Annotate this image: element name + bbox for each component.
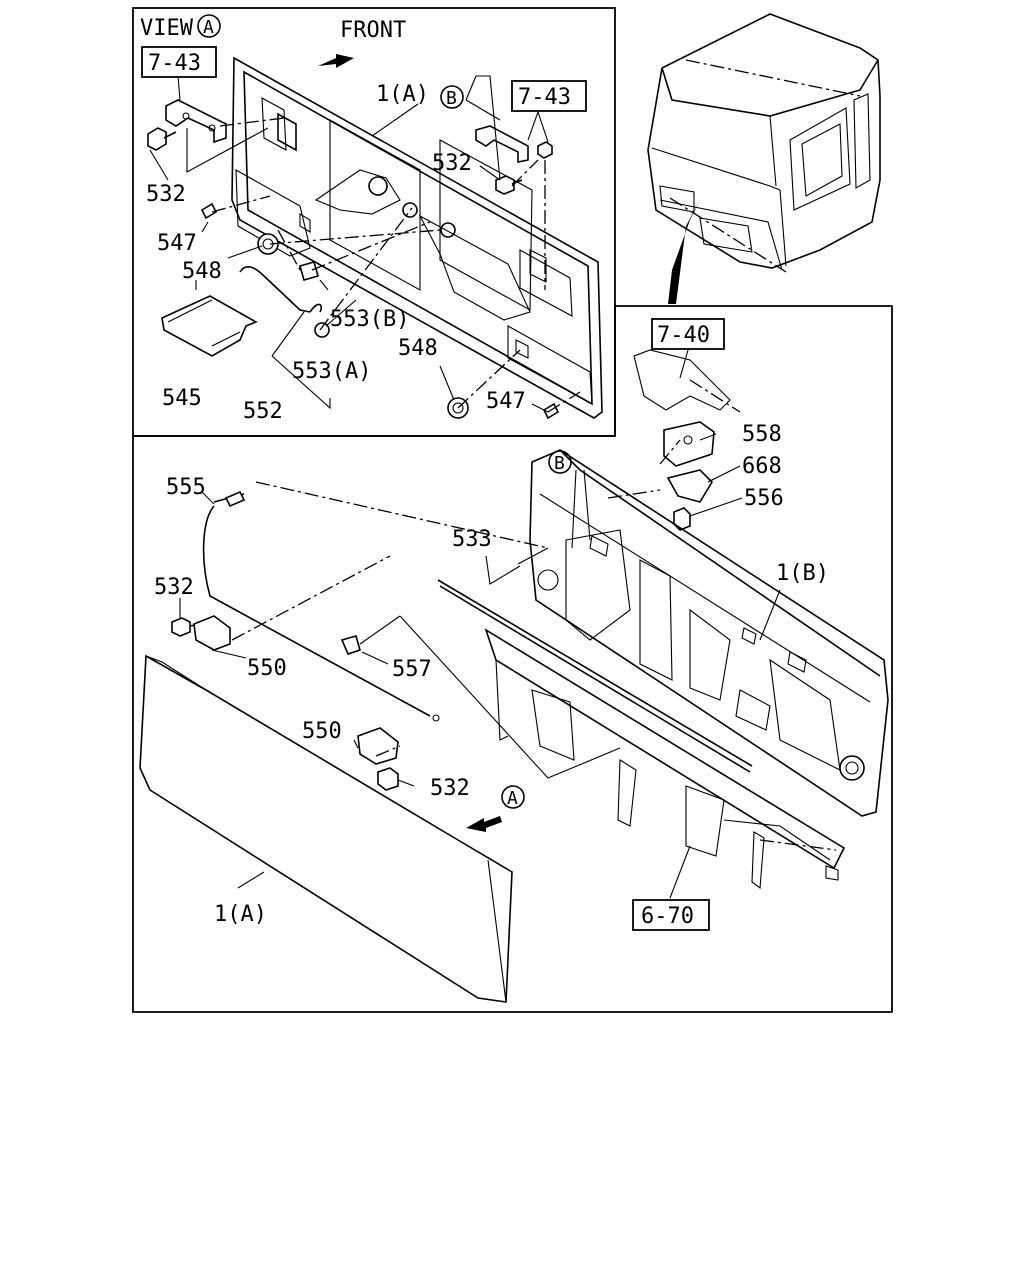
bolt-7-43-right	[537, 141, 553, 159]
cable-555	[202, 490, 440, 722]
label-533: 533	[452, 527, 492, 552]
view-a-panel	[231, 56, 603, 419]
ref-box-6-70: 6-70	[632, 899, 710, 931]
label-550-l: 550	[247, 656, 287, 681]
label-555: 555	[166, 475, 206, 500]
svg-text:B: B	[446, 88, 457, 109]
ref-box-7-40: 7-40	[651, 318, 725, 350]
label-550-c: 550	[302, 719, 342, 744]
label-532-c: 532	[430, 776, 470, 801]
clip-553b	[299, 261, 319, 281]
svg-text:A: A	[203, 17, 214, 38]
bolt-532-tr	[495, 175, 523, 195]
rod-552	[239, 265, 323, 313]
view-direction-arrow-icon	[466, 816, 502, 832]
clip-547-left	[200, 202, 218, 220]
ref-box-7-43-right: 7-43	[511, 80, 587, 112]
label-548-l: 548	[182, 259, 222, 284]
svg-text:7-43: 7-43	[518, 85, 571, 110]
handle-545	[161, 295, 258, 357]
svg-text:7-40: 7-40	[657, 323, 710, 348]
label-552: 552	[243, 399, 283, 424]
clip-557	[340, 635, 361, 655]
label-532-tl: 532	[146, 182, 186, 207]
label-553b: 553(B)	[330, 307, 409, 332]
label-668: 668	[742, 454, 782, 479]
label-547-r: 547	[486, 389, 526, 414]
svg-text:VIEW: VIEW	[140, 16, 194, 41]
hood-latch-7-40	[633, 349, 741, 413]
bracket-7-43-right	[475, 125, 529, 163]
panel-1b	[529, 449, 889, 817]
leader-lines-main	[179, 349, 781, 899]
label-1b: 1(B)	[776, 561, 829, 586]
label-532-ml: 532	[154, 575, 194, 600]
ref-box-7-43-left: 7-43	[141, 46, 217, 78]
bracket-668	[666, 469, 714, 503]
label-1a-bottom: 1(A)	[214, 902, 267, 927]
label-556: 556	[744, 486, 784, 511]
leader-lines-view-a	[149, 75, 581, 413]
front-label: FRONT	[340, 18, 406, 43]
label-558: 558	[742, 422, 782, 447]
svg-text:7-43: 7-43	[148, 51, 201, 76]
circle-a-main: A	[501, 785, 525, 809]
bracket-558	[663, 421, 715, 467]
frame-6-70	[484, 628, 846, 890]
bolt-556	[673, 507, 691, 531]
view-a-title: VIEW A	[140, 14, 221, 41]
panel-1a-bottom	[139, 654, 513, 1003]
bolt-532-tl	[147, 127, 177, 151]
main-frame	[132, 305, 893, 1013]
svg-text:B: B	[554, 453, 565, 474]
seal-533	[437, 547, 753, 773]
front-arrow-icon	[318, 54, 354, 68]
bracket-550-left	[193, 615, 231, 651]
label-557: 557	[392, 657, 432, 682]
svg-text:6-70: 6-70	[641, 904, 694, 929]
svg-text:A: A	[507, 788, 518, 809]
bolt-532-center	[377, 767, 399, 791]
bracket-7-43-left	[165, 99, 227, 144]
label-553a: 553(A)	[292, 359, 371, 384]
bushing-553a	[314, 322, 330, 338]
truck-cab-illustration	[647, 13, 881, 304]
label-545: 545	[162, 386, 202, 411]
label-1a-top: 1(A)	[376, 82, 429, 107]
label-532-tr: 532	[432, 151, 472, 176]
circle-b-top: B	[440, 85, 464, 109]
bracket-550-center	[357, 727, 399, 765]
label-548-r: 548	[398, 336, 438, 361]
label-547-l: 547	[157, 231, 197, 256]
